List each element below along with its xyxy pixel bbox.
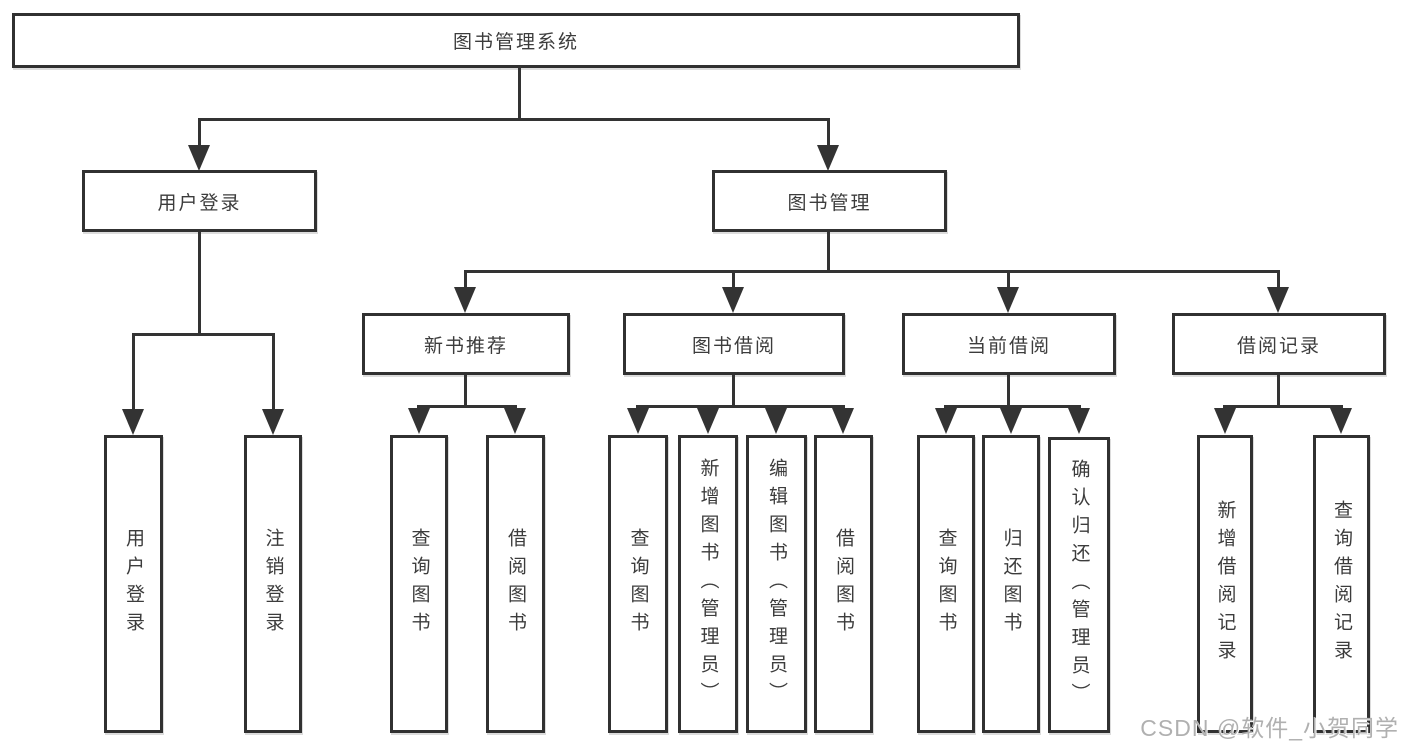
leaf-borrow-query-books-label: 查询图书 <box>627 528 649 640</box>
node-book-management-label: 图书管理 <box>787 192 872 214</box>
connector-line <box>272 333 275 410</box>
node-new-book-recommend-label: 新书推荐 <box>423 335 508 357</box>
connector-line <box>1007 375 1010 408</box>
leaf-current-query-books: 查询图书 <box>917 435 975 733</box>
node-borrow-records: 借阅记录 <box>1172 313 1386 375</box>
leaf-add-borrow-record-label: 新增借阅记录 <box>1214 500 1236 668</box>
connector-line <box>132 333 135 410</box>
leaf-logout: 注销登录 <box>244 435 302 733</box>
leaf-confirm-return-admin-label: 确认归还（管理员） <box>1068 459 1090 711</box>
leaf-add-books-admin: 新增图书（管理员） <box>678 435 738 733</box>
connector-line <box>732 375 735 408</box>
leaf-confirm-return-admin: 确认归还（管理员） <box>1048 437 1110 733</box>
connector-line <box>132 333 275 336</box>
connector-arrow-icon <box>454 287 476 313</box>
leaf-query-borrow-record: 查询借阅记录 <box>1313 435 1370 733</box>
node-borrow-records-label: 借阅记录 <box>1236 335 1321 357</box>
node-current-borrow-label: 当前借阅 <box>966 335 1051 357</box>
leaf-borrow-query-books: 查询图书 <box>608 435 668 733</box>
leaf-return-books: 归还图书 <box>982 435 1040 733</box>
leaf-add-borrow-record: 新增借阅记录 <box>1197 435 1253 733</box>
connector-arrow-icon <box>832 408 854 434</box>
connector-line <box>1277 270 1280 289</box>
connector-arrow-icon <box>697 408 719 434</box>
node-book-borrow: 图书借阅 <box>623 313 845 375</box>
node-root-system: 图书管理系统 <box>12 13 1020 68</box>
connector-arrow-icon <box>504 408 526 434</box>
connector-arrow-icon <box>1330 408 1352 434</box>
leaf-return-books-label: 归还图书 <box>1000 528 1022 640</box>
connector-line <box>464 270 467 289</box>
watermark: CSDN @软件_小贺同学 <box>1140 715 1399 741</box>
connector-arrow-icon <box>122 409 144 435</box>
connector-line <box>198 232 201 336</box>
leaf-recommend-query-books: 查询图书 <box>390 435 448 733</box>
connector-arrow-icon <box>997 287 1019 313</box>
connector-line <box>198 118 830 121</box>
node-book-borrow-label: 图书借阅 <box>691 335 776 357</box>
connector-arrow-icon <box>817 145 839 171</box>
connector-arrow-icon <box>1267 287 1289 313</box>
connector-arrow-icon <box>627 408 649 434</box>
connector-line <box>1007 270 1010 289</box>
node-new-book-recommend: 新书推荐 <box>362 313 570 375</box>
leaf-query-borrow-record-label: 查询借阅记录 <box>1331 500 1352 668</box>
leaf-borrow-books: 借阅图书 <box>814 435 873 733</box>
connector-line <box>1277 375 1280 408</box>
connector-arrow-icon <box>408 408 430 434</box>
leaf-user-login: 用户登录 <box>104 435 163 733</box>
connector-line <box>944 405 1081 408</box>
node-user-login: 用户登录 <box>82 170 317 232</box>
connector-line <box>518 66 521 121</box>
connector-arrow-icon <box>765 408 787 434</box>
connector-line <box>464 270 1280 273</box>
node-current-borrow: 当前借阅 <box>902 313 1116 375</box>
node-user-login-label: 用户登录 <box>157 192 242 214</box>
leaf-current-query-books-label: 查询图书 <box>935 528 957 640</box>
leaf-user-login-label: 用户登录 <box>123 528 144 640</box>
connector-line <box>417 405 517 408</box>
leaf-recommend-query-books-label: 查询图书 <box>408 528 430 640</box>
connector-arrow-icon <box>722 287 744 313</box>
connector-arrow-icon <box>935 408 957 434</box>
connector-line <box>198 118 201 147</box>
leaf-add-books-admin-label: 新增图书（管理员） <box>697 458 719 710</box>
leaf-recommend-borrow-books-label: 借阅图书 <box>505 528 526 640</box>
connector-arrow-icon <box>1000 408 1022 434</box>
connector-arrow-icon <box>262 409 284 435</box>
connector-arrow-icon <box>1214 408 1236 434</box>
connector-line <box>464 375 467 408</box>
leaf-borrow-books-label: 借阅图书 <box>833 528 854 640</box>
connector-line <box>827 232 830 273</box>
connector-line <box>636 405 845 408</box>
node-root-label: 图书管理系统 <box>452 32 579 53</box>
leaf-edit-books-admin: 编辑图书（管理员） <box>746 435 807 733</box>
connector-line <box>827 118 830 147</box>
connector-arrow-icon <box>188 145 210 171</box>
connector-arrow-icon <box>1068 408 1090 434</box>
connector-line <box>1223 405 1343 408</box>
leaf-recommend-borrow-books: 借阅图书 <box>486 435 545 733</box>
connector-line <box>732 270 735 289</box>
leaf-edit-books-admin-label: 编辑图书（管理员） <box>766 458 787 710</box>
leaf-logout-label: 注销登录 <box>262 528 284 640</box>
node-book-management: 图书管理 <box>712 170 947 232</box>
